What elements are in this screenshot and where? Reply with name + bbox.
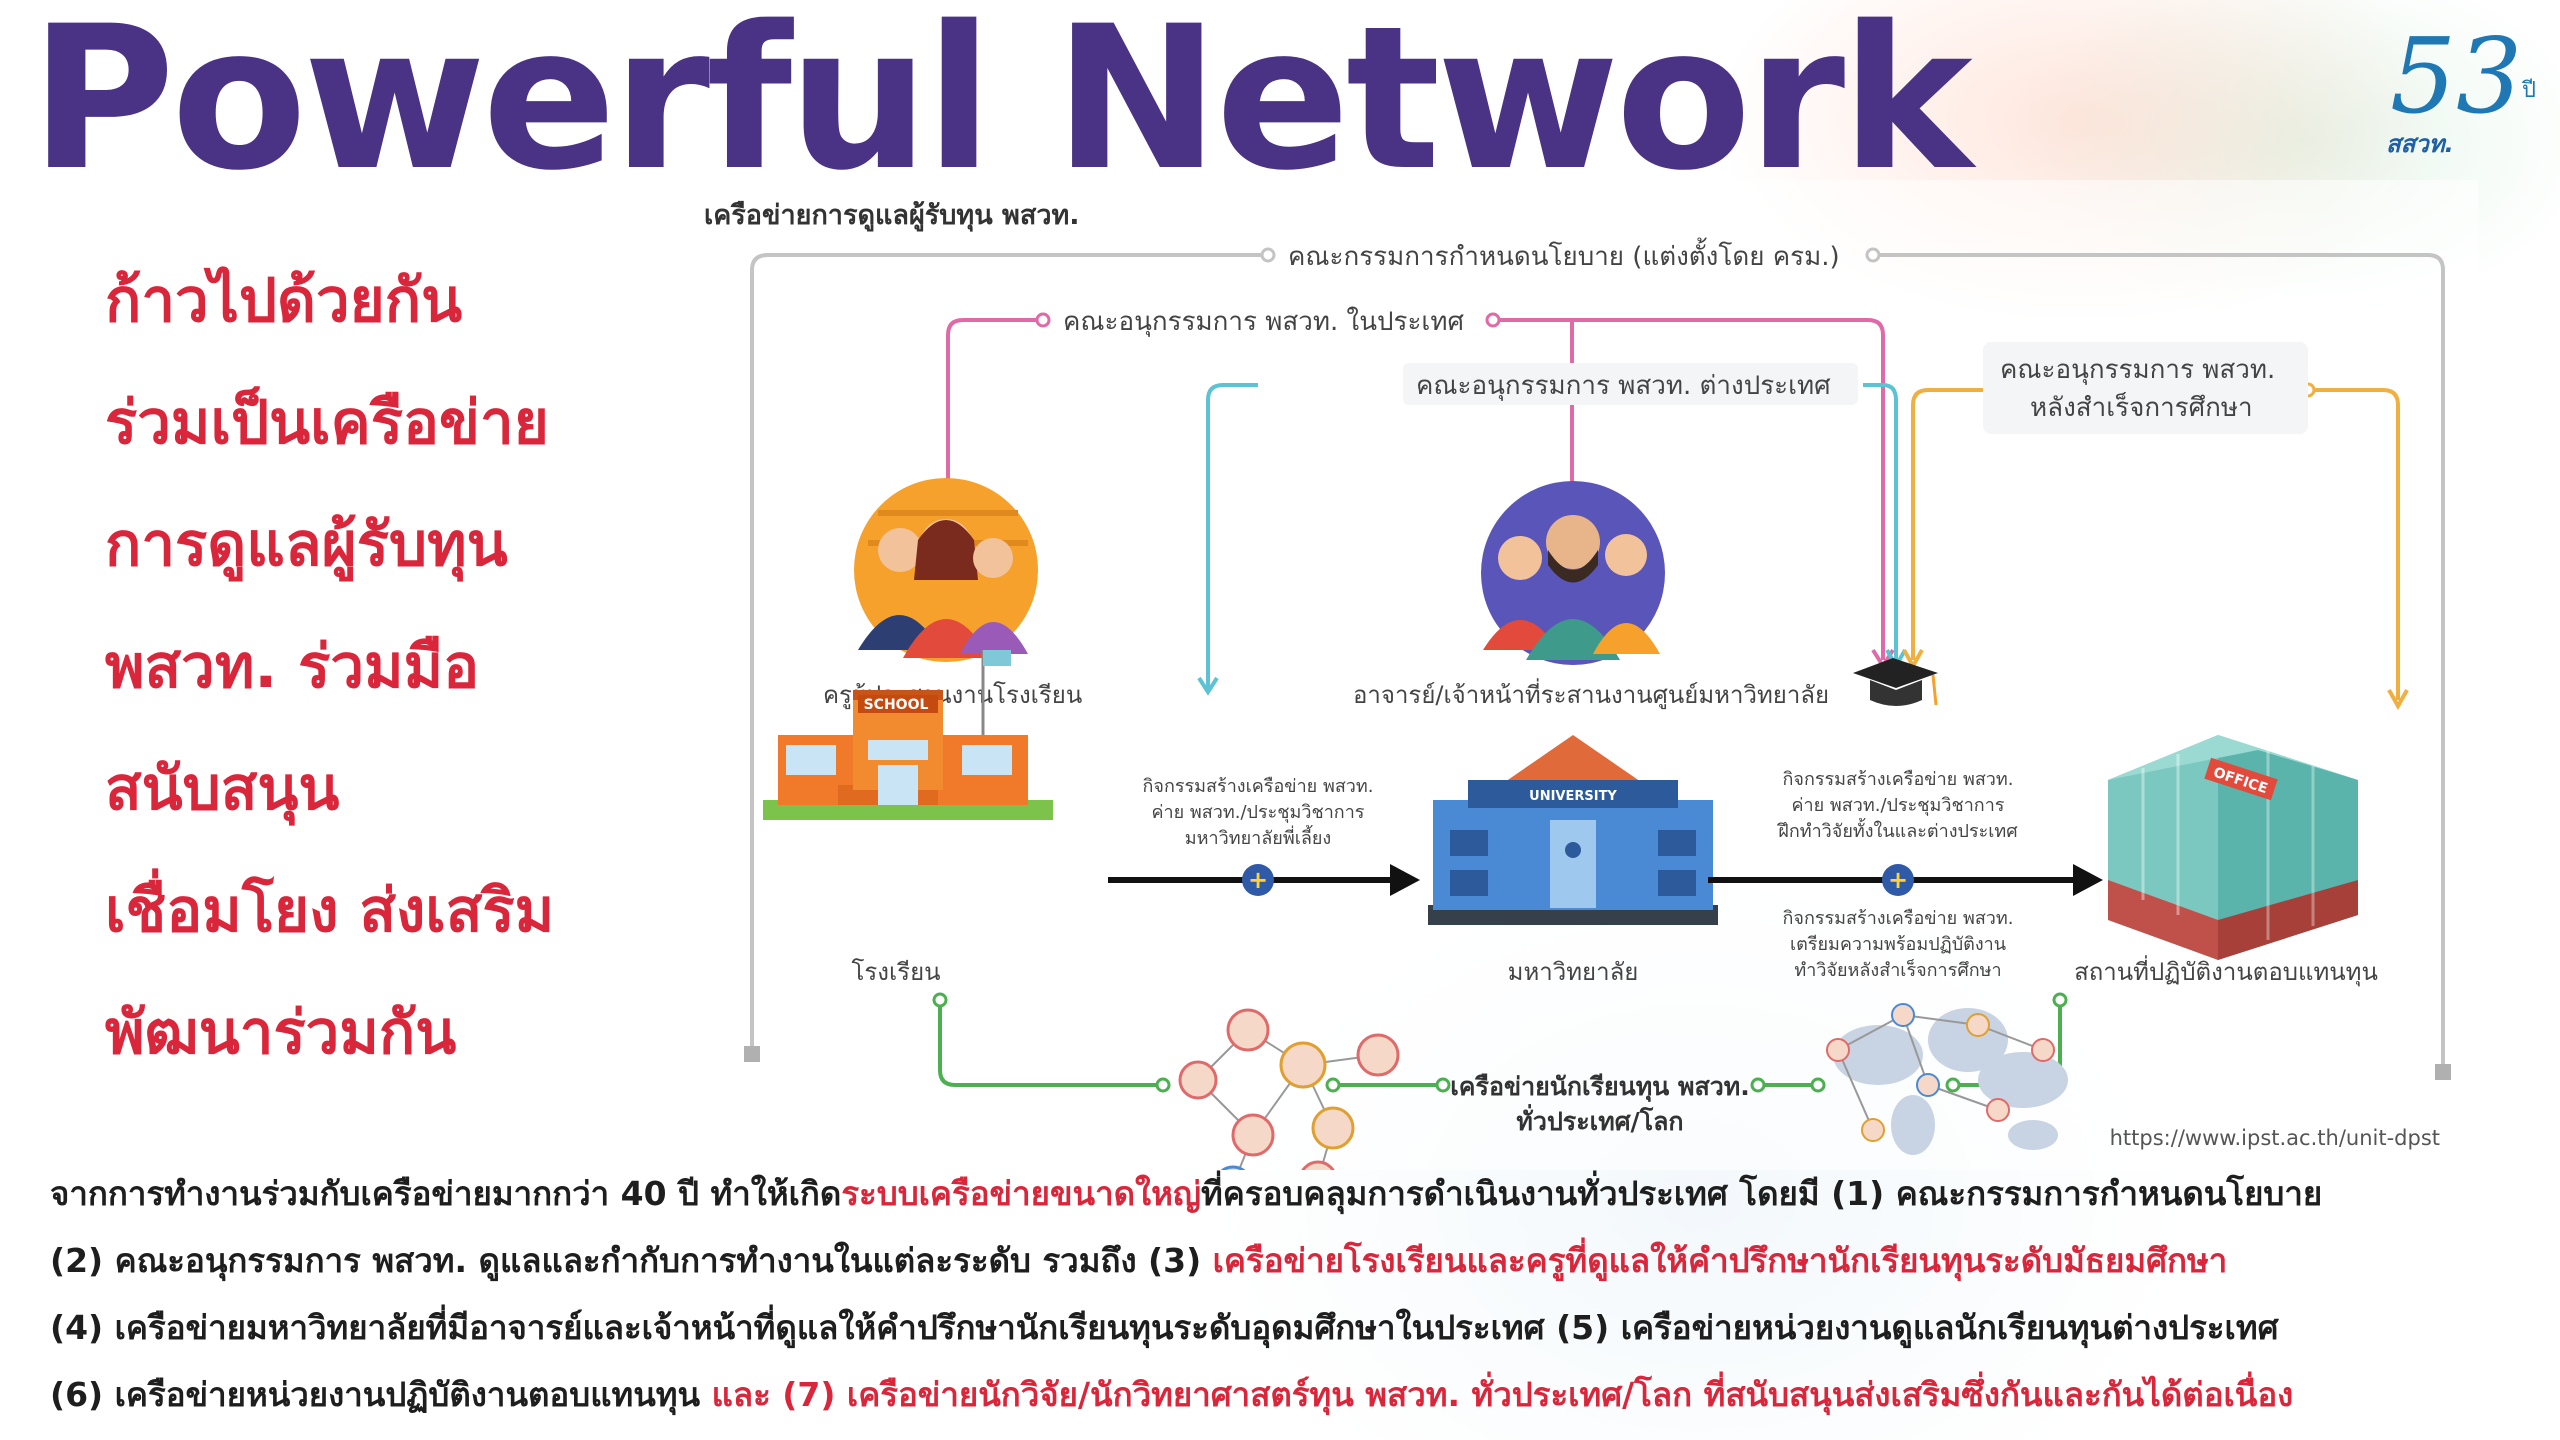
after-subcommittee-label-1: คณะอนุกรรมการ พสวท.: [2000, 355, 2275, 385]
activity1-line: ค่าย พสวท./ประชุมวิชาการ: [1152, 802, 1365, 823]
university-label: มหาวิทยาลัย: [1508, 958, 1639, 986]
abroad-subcommittee-label: คณะอนุกรรมการ พสวท. ต่างประเทศ: [1416, 371, 1831, 401]
domestic-connector: [1498, 318, 1885, 660]
office-building: [2108, 735, 2358, 960]
connector-dot: [1035, 312, 1051, 328]
logo-suffix: ปี: [2521, 78, 2536, 103]
left-keyword: พัฒนาร่วมกัน: [105, 998, 457, 1068]
school-sign: SCHOOL: [864, 697, 929, 713]
scholar-network-label-2: ทั่วประเทศ/โลก: [1516, 1104, 1683, 1136]
logo-number: 53: [2390, 15, 2522, 137]
after-connector: [1911, 388, 1983, 660]
activity2-line: ค่าย พสวท./ประชุมวิชาการ: [1792, 795, 2005, 816]
flow-arrow-head: [1390, 864, 1420, 896]
summary-paragraph: จากการทำงานร่วมกับเครือข่ายมากกว่า 40 ปี…: [50, 1160, 2530, 1428]
connector-dot: [1865, 247, 1881, 263]
school-building: [763, 650, 1053, 820]
left-keyword: การดูแลผู้รับทุน: [105, 510, 508, 580]
abroad-arrow: [1197, 676, 1219, 696]
summary-line-2: (2) คณะอนุกรรมการ พสวท. ดูแลและกำกับการท…: [50, 1241, 2228, 1280]
teachers-illustration: [854, 478, 1038, 662]
activity3-line: กิจกรรมสร้างเครือข่าย พสวท.: [1783, 908, 2014, 929]
policy-connector: [750, 253, 1263, 1050]
after-label-box: [1983, 342, 2308, 434]
after-arrow: [2387, 689, 2409, 711]
connector-dot: [1750, 1077, 1766, 1093]
source-url: https://www.ipst.ac.th/unit-dpst: [2110, 1126, 2440, 1150]
activity1-line: กิจกรรมสร้างเครือข่าย พสวท.: [1143, 776, 1374, 797]
world-map-network-illustration: [1826, 1003, 2068, 1155]
activity3-line: ทำวิจัยหลังสำเร็จการศึกษา: [1794, 958, 2001, 981]
lecturers-illustration: [1481, 481, 1665, 665]
left-keyword-list: ก้าวไปด้วยกัน ร่วมเป็นเครือข่าย การดูแลผ…: [105, 240, 665, 1094]
left-keyword: ก้าวไปด้วยกัน: [105, 266, 463, 336]
activity3-line: เตรียมความพร้อมปฏิบัติงาน: [1790, 934, 2006, 955]
logo-org: สสวท.: [2386, 130, 2454, 158]
left-keyword: เชื่อมโยง ส่งเสริม: [105, 876, 555, 946]
connector-dot: [2052, 992, 2068, 1008]
plus-icon: +: [1888, 866, 1908, 894]
highlight-text: ระบบเครือข่ายขนาดใหญ่: [841, 1174, 1202, 1213]
page-title: Powerful Network: [30, 0, 1973, 214]
connector-dot: [932, 992, 948, 1008]
activity1-line: มหาวิทยาลัยพี่เลี้ยง: [1185, 825, 1331, 849]
connector-dot: [1155, 1077, 1171, 1093]
left-keyword: พสวท. ร่วมมือ: [105, 632, 480, 702]
highlight-text: และ (7) เครือข่ายนักวิจัย/นักวิทยาศาสตร์…: [711, 1375, 2294, 1414]
school-label: โรงเรียน: [851, 958, 940, 986]
university-building: [1428, 735, 1718, 925]
highlight-text: เครือข่ายโรงเรียนและครูที่ดูแลให้คำปรึกษ…: [1212, 1241, 2228, 1280]
connector-dot: [1325, 1077, 1341, 1093]
graduation-cap-icon: [1853, 658, 1938, 706]
policy-connector: [1878, 253, 2445, 1068]
abroad-connector: [1863, 383, 1898, 660]
scholar-network-label-1: เครือข่ายนักเรียนทุน พสวท.: [1450, 1072, 1749, 1103]
connector-end: [2435, 1064, 2451, 1080]
connector-dot: [1945, 1077, 1961, 1093]
network-diagram: เครือข่ายการดูแลผู้รับทุน พสวท. คณะกรรมก…: [678, 180, 2478, 1170]
summary-line-4: (6) เครือข่ายหน่วยงานปฏิบัติงานตอบแทนทุน…: [50, 1375, 2294, 1414]
scholar-connector: [938, 1000, 1158, 1087]
policy-committee-label: คณะกรรมการกำหนดนโยบาย (แต่งตั้งโดย ครม.): [1288, 237, 1840, 272]
connector-end: [744, 1046, 760, 1062]
summary-line-1: จากการทำงานร่วมกับเครือข่ายมากกว่า 40 ปี…: [50, 1174, 2323, 1213]
plus-icon: [1242, 864, 1274, 896]
abroad-connector: [1206, 383, 1258, 688]
connector-dot: [1260, 247, 1276, 263]
summary-line-3: (4) เครือข่ายมหาวิทยาลัยที่มีอาจารย์และเ…: [50, 1308, 2279, 1347]
university-sign: UNIVERSITY: [1529, 789, 1617, 804]
connector-dot: [1810, 1077, 1826, 1093]
lecturer-label: อาจารย์/เจ้าหน้าที่ระสานงานศูนย์มหาวิทยา…: [1353, 678, 1829, 710]
activity2-line: ฝึกทำวิจัยทั้งในและต่างประเทศ: [1777, 818, 2018, 842]
workplace-label: สถานที่ปฏิบัติงานตอบแทนทุน: [2074, 955, 2378, 987]
domestic-subcommittee-label: คณะอนุกรรมการ พสวท. ในประเทศ: [1063, 307, 1464, 337]
activity2-line: กิจกรรมสร้างเครือข่าย พสวท.: [1783, 769, 2014, 790]
diagram-heading: เครือข่ายการดูแลผู้รับทุน พสวท.: [704, 200, 1080, 232]
connector-dot: [1435, 1077, 1451, 1093]
after-subcommittee-label-2: หลังสำเร็จการศึกษา: [2030, 391, 2253, 423]
left-keyword: ร่วมเป็นเครือข่าย: [105, 388, 549, 458]
anniversary-logo: 53 ปี สสวท.: [2386, 15, 2536, 158]
plus-icon: [1882, 864, 1914, 896]
abroad-label-box: [1403, 363, 1858, 405]
after-connector: [2310, 388, 2400, 700]
plus-icon: +: [1248, 866, 1268, 894]
connector-dot: [1485, 312, 1501, 328]
domestic-connector: [946, 318, 1038, 480]
left-keyword: สนับสนุน: [105, 754, 340, 824]
people-network-illustration: [1178, 1008, 1400, 1170]
flow-arrow-head: [2073, 864, 2103, 896]
